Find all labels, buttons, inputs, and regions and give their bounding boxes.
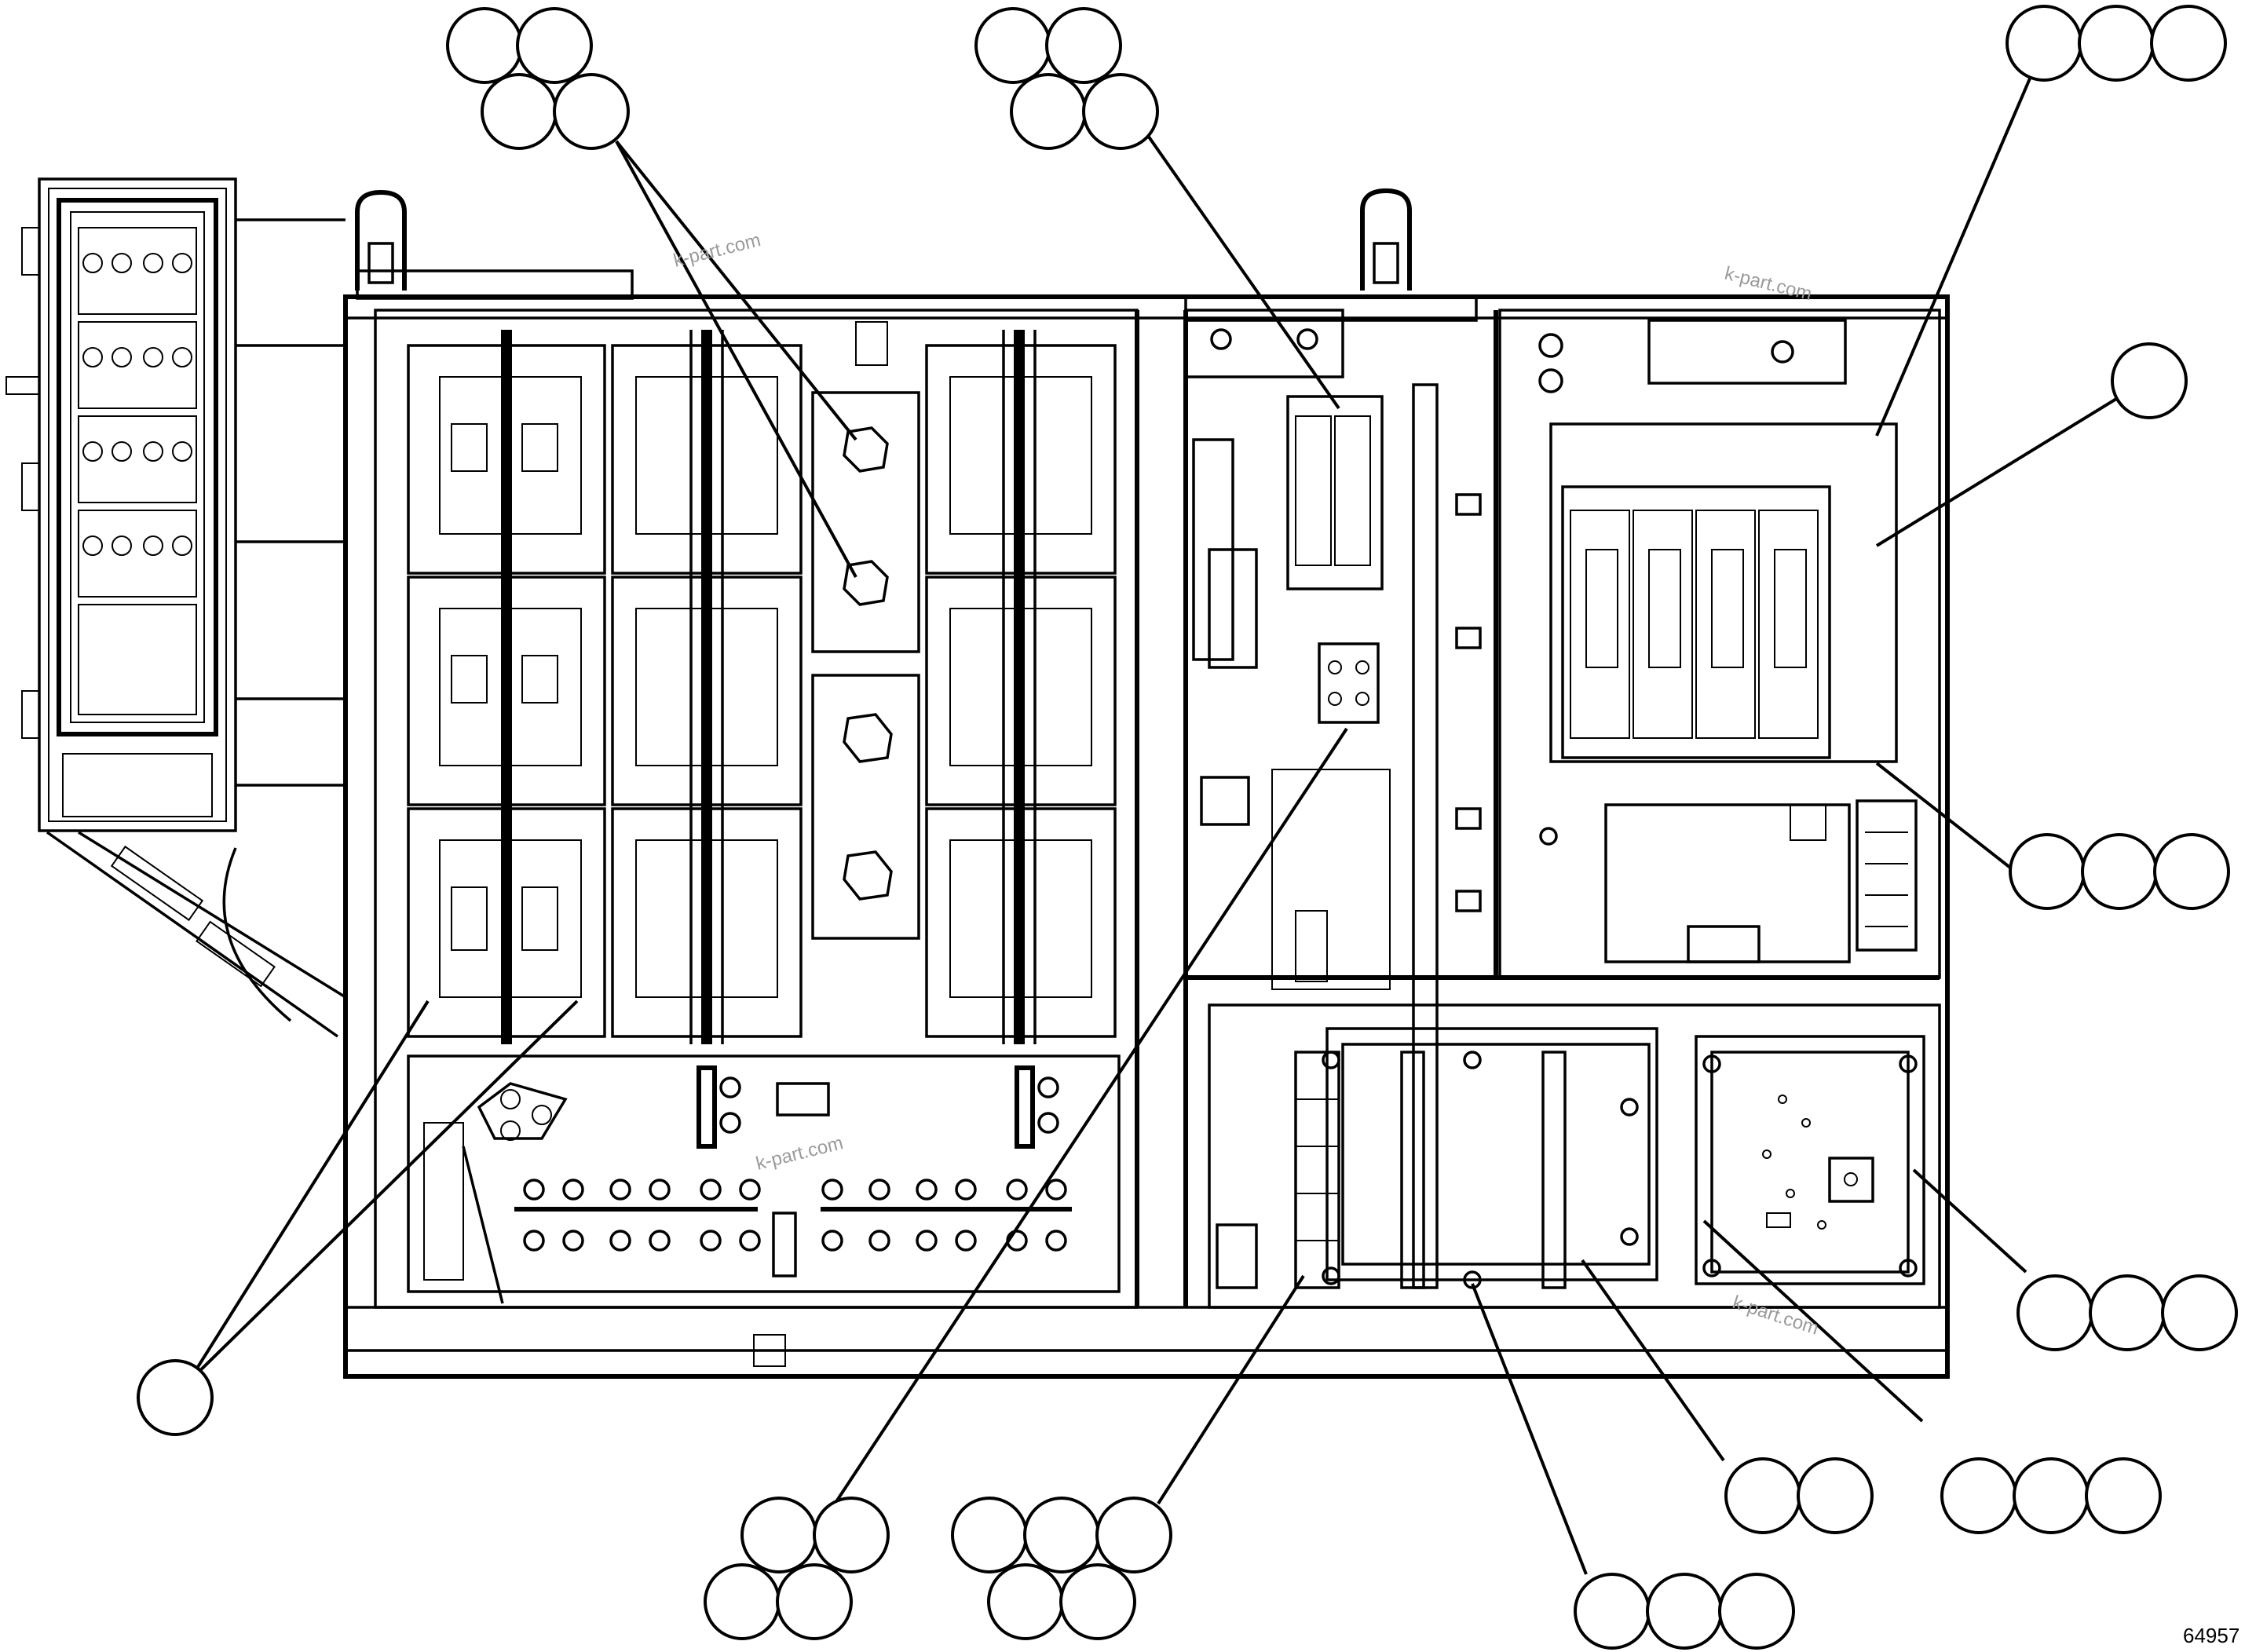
module-column-right — [925, 330, 1117, 1044]
callout-balloon — [1797, 1457, 1874, 1534]
callout-balloon — [1718, 1573, 1795, 1650]
callout-balloon — [1095, 1497, 1172, 1573]
dc-bus-area — [407, 1054, 1121, 1367]
callout-balloon — [1023, 1497, 1100, 1573]
callout-balloon — [974, 7, 1051, 84]
module-column-left — [407, 330, 606, 1044]
callout-balloon — [137, 1359, 214, 1436]
callout-balloon — [740, 1497, 817, 1573]
callout-balloon — [2016, 1274, 2093, 1351]
callout-balloon — [2150, 5, 2227, 82]
callout-balloon — [1045, 7, 1122, 84]
callout-balloon — [2089, 1274, 2166, 1351]
callout-balloon — [1574, 1573, 1651, 1650]
main-cabinet-frame — [343, 188, 1950, 1379]
callout-balloon — [704, 1563, 781, 1640]
watermark: k-part.com — [754, 1132, 846, 1175]
callout-balloon — [1724, 1457, 1801, 1534]
callout-balloon — [987, 1563, 1064, 1640]
callout-balloon — [2006, 5, 2082, 82]
callout-balloon — [2081, 833, 2158, 910]
disconnect-cabinet — [5, 177, 346, 1038]
callout-balloon — [1010, 73, 1087, 150]
callout-balloon — [2153, 833, 2230, 910]
callout-balloon — [446, 7, 523, 84]
callout-balloon — [813, 1497, 890, 1573]
callout-balloon — [2009, 833, 2086, 910]
control-section — [1184, 309, 1918, 1289]
watermark: k-part.com — [1730, 1292, 1821, 1340]
callout-balloons — [137, 5, 2238, 1650]
callout-balloon — [481, 73, 558, 150]
leader-lines — [187, 78, 2118, 1575]
callout-balloon — [1940, 1457, 2017, 1534]
callout-balloon — [2111, 342, 2188, 419]
callout-balloon — [516, 7, 593, 84]
callout-balloon — [2013, 1457, 2090, 1534]
lower-section — [1216, 1027, 1925, 1289]
callout-balloon — [1059, 1563, 1136, 1640]
callout-balloon — [1082, 73, 1159, 150]
callout-balloon — [951, 1497, 1028, 1573]
figure-number: 64957 — [2183, 1624, 2240, 1647]
callout-balloon — [2161, 1274, 2238, 1351]
callout-balloon — [553, 73, 630, 150]
power-module-section — [407, 321, 1121, 1367]
module-column-middle — [611, 330, 803, 1044]
callout-balloon — [776, 1563, 853, 1640]
callout-balloon — [2085, 1457, 2162, 1534]
callout-balloon — [1646, 1573, 1723, 1650]
capacitor-column — [811, 321, 920, 940]
callout-balloon — [2078, 5, 2155, 82]
